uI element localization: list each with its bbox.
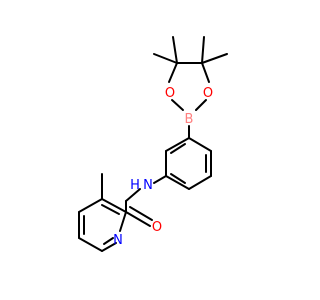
bond-methyl bbox=[153, 53, 178, 64]
pyridine-nitrogen-label: N bbox=[113, 233, 123, 248]
bond-carbonyl-double bbox=[129, 206, 153, 221]
bond-pyridine bbox=[78, 198, 103, 213]
structure-canvas: B O O N H O N bbox=[78, 36, 228, 252]
carbonyl-oxygen-label: O bbox=[152, 220, 162, 235]
bond-ring-co bbox=[201, 62, 210, 83]
bond-pyridine bbox=[101, 242, 117, 252]
molecule-drawing: B O O N H O N bbox=[78, 36, 228, 252]
bond-aryl bbox=[188, 175, 212, 190]
bond-carbonyl-pyridine bbox=[101, 198, 127, 213]
bond-carbonyl bbox=[125, 211, 151, 227]
bond-aryl bbox=[165, 175, 190, 190]
bond-ring-ob bbox=[195, 99, 207, 111]
bond-pyridine-double bbox=[103, 237, 114, 245]
bond-methyl bbox=[172, 36, 178, 64]
oxygen-label: O bbox=[165, 86, 175, 101]
bond-aryl-double bbox=[170, 173, 186, 184]
bond-pyridine bbox=[78, 237, 103, 252]
bond-n-carbonyl bbox=[125, 188, 141, 202]
oxygen-label: O bbox=[203, 86, 213, 101]
bond-aryl bbox=[188, 137, 212, 152]
bond-pyridine-double bbox=[101, 204, 120, 215]
amide-nitrogen-label: N bbox=[143, 178, 153, 193]
amide-hydrogen-label: H bbox=[130, 178, 140, 193]
bond-aryl bbox=[165, 137, 190, 152]
boron-label: B bbox=[185, 112, 194, 127]
bond-ring-co bbox=[168, 62, 178, 83]
bond-methyl bbox=[201, 36, 205, 64]
bond-ring-ob bbox=[171, 99, 184, 111]
bond-methyl bbox=[201, 53, 228, 64]
bond-aryl-n bbox=[153, 175, 167, 184]
bond-pyridine bbox=[119, 211, 127, 232]
bond-aryl-double bbox=[170, 143, 186, 154]
